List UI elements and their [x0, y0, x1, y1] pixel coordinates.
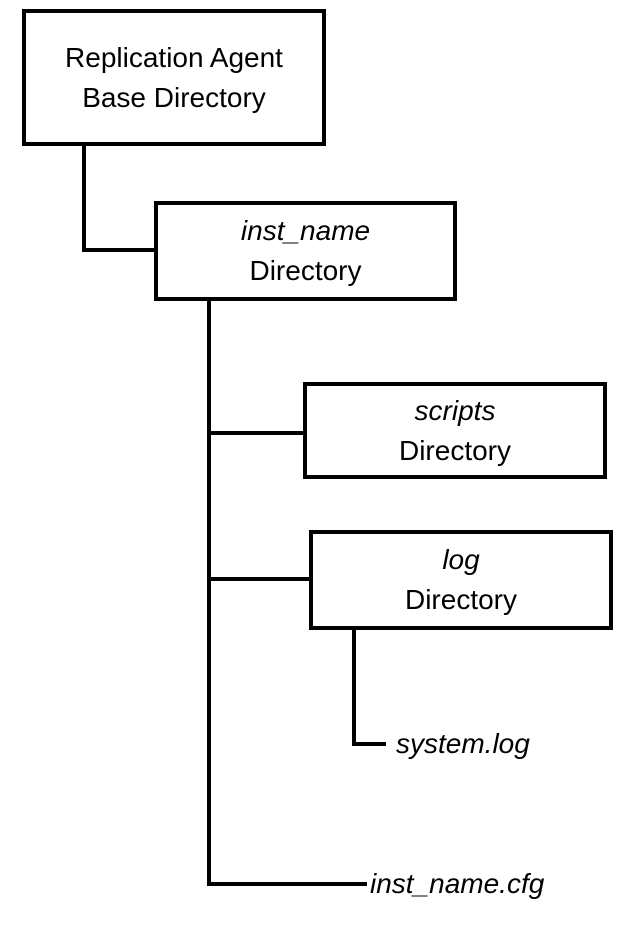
scripts-directory-box: scripts Directory	[303, 382, 607, 479]
connector-log-down	[352, 627, 356, 746]
log-directory-label: Directory	[404, 584, 517, 615]
scripts-directory-name: scripts	[414, 394, 496, 426]
system-log-file: system.log	[396, 728, 530, 759]
root-directory-box: Replication Agent Base Directory	[22, 9, 326, 146]
connector-log-to-system-log	[352, 742, 386, 746]
inst-name-directory-name: inst_name	[240, 215, 371, 246]
log-directory-name: log	[442, 544, 480, 575]
connector-root-to-inst	[82, 248, 158, 252]
root-directory-line2: Base Directory	[82, 81, 266, 113]
inst-name-directory-box: inst_name Directory	[154, 201, 457, 301]
inst-name-directory-label: Directory	[249, 255, 362, 286]
root-directory-line1: Replication Agent	[65, 41, 283, 73]
inst-name-cfg-file: inst_name.cfg	[370, 868, 545, 899]
connector-trunk-to-config	[207, 882, 367, 886]
connector-inst-trunk	[207, 298, 211, 886]
connector-trunk-to-log	[207, 577, 313, 581]
log-directory-box: log Directory	[309, 530, 613, 630]
connector-trunk-to-scripts	[207, 431, 307, 435]
connector-root-down	[82, 144, 86, 252]
scripts-directory-label: Directory	[398, 434, 511, 466]
